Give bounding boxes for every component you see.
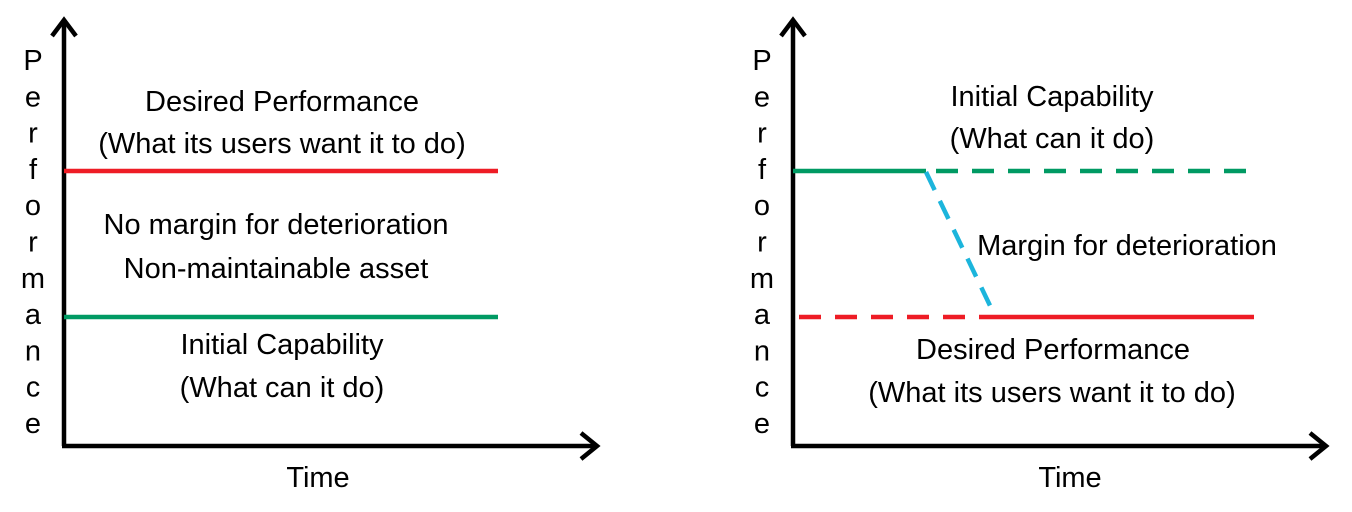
left-y-axis-label: Performance	[21, 45, 45, 440]
left-y-axis-label-letter: e	[25, 81, 41, 113]
right-x-axis-label: Time	[1038, 462, 1101, 494]
left-panel: Performance Desired Performance (What it…	[21, 16, 601, 494]
right-capability-subtitle: (What can it do)	[950, 123, 1155, 155]
left-y-axis-label-letter: n	[25, 335, 41, 367]
right-desired-subtitle: (What its users want it to do)	[868, 377, 1235, 409]
right-margin-label: Margin for deterioration	[977, 230, 1277, 262]
left-y-axis-label-letter: c	[26, 372, 41, 404]
right-y-axis-label-letter: e	[754, 81, 770, 113]
right-y-axis-label-letter: r	[757, 118, 767, 150]
left-x-axis-label: Time	[286, 462, 349, 494]
right-y-axis-label-letter: o	[754, 190, 770, 222]
right-deterioration-line	[923, 171, 998, 317]
right-y-axis-label-letter: n	[754, 335, 770, 367]
left-y-axis-label-letter: e	[25, 408, 41, 440]
right-y-axis-label: Performance	[750, 45, 774, 440]
right-x-arrowhead	[1308, 431, 1330, 461]
right-y-axis-label-letter: r	[757, 227, 767, 259]
left-middle-line1: No margin for deterioration	[104, 209, 449, 241]
left-capability-title: Initial Capability	[180, 329, 384, 361]
right-panel: Performance Initial Capability (What can…	[750, 16, 1330, 494]
right-y-axis-label-letter: a	[754, 299, 771, 331]
right-y-arrowhead	[779, 16, 807, 38]
left-middle-line2: Non-maintainable asset	[124, 253, 429, 285]
right-y-axis-label-letter: P	[752, 45, 771, 77]
right-y-axis-label-letter: c	[755, 372, 770, 404]
left-desired-subtitle: (What its users want it to do)	[98, 128, 465, 160]
right-capability-title: Initial Capability	[950, 81, 1154, 113]
right-desired-title: Desired Performance	[916, 334, 1190, 366]
left-x-arrowhead	[579, 431, 601, 461]
left-y-axis-label-letter: a	[25, 299, 42, 331]
left-capability-subtitle: (What can it do)	[180, 372, 385, 404]
left-desired-title: Desired Performance	[145, 86, 419, 118]
left-y-axis-label-letter: r	[28, 227, 38, 259]
left-y-axis-label-letter: r	[28, 118, 38, 150]
right-y-axis-label-letter: m	[750, 263, 774, 295]
left-y-axis-label-letter: m	[21, 263, 45, 295]
right-y-axis-label-letter: f	[758, 154, 767, 186]
left-y-axis-label-letter: f	[29, 154, 38, 186]
left-y-axis-label-letter: P	[23, 45, 42, 77]
left-y-axis-label-letter: o	[25, 190, 41, 222]
left-y-arrowhead	[50, 16, 78, 38]
right-y-axis-label-letter: e	[754, 408, 770, 440]
